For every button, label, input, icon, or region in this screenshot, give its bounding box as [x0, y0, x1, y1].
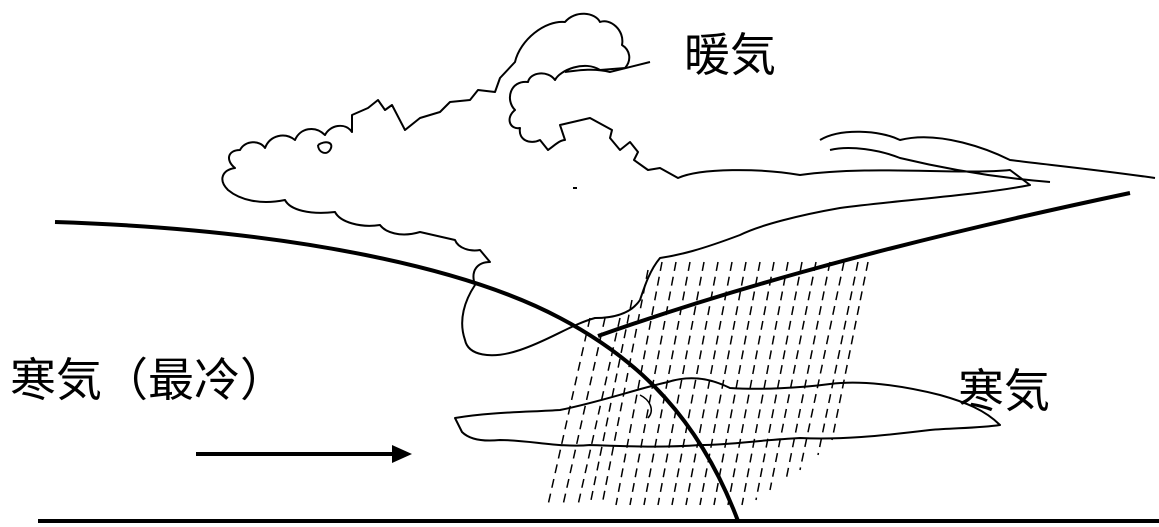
cloud-fold	[318, 142, 331, 153]
cold-front-surface	[55, 222, 738, 521]
cloud-fold	[640, 395, 651, 418]
cloud-fold	[820, 132, 1155, 178]
cloud-fold	[565, 62, 650, 72]
rain-streaks	[548, 262, 868, 505]
warm-air-label: 暖気	[684, 28, 776, 82]
cold-air-arrow	[196, 445, 412, 463]
cold-air-label: 寒気	[958, 364, 1050, 418]
cloud-fold	[830, 148, 1050, 182]
coldest-air-label: 寒気（最冷）	[10, 353, 286, 407]
warm-front-surface	[598, 193, 1130, 336]
low-stratus-cloud	[455, 378, 1000, 446]
cumulonimbus-cloud	[222, 14, 1030, 355]
